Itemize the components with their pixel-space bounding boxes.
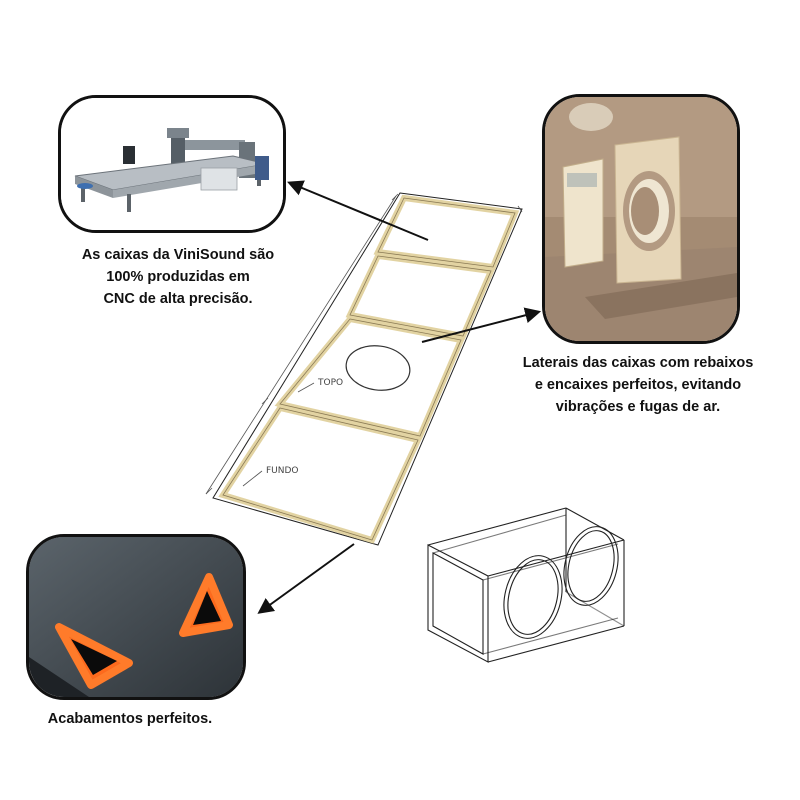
panel-frame-lines <box>222 197 516 541</box>
cnc-caption-line-1: As caixas da ViniSound são <box>81 247 275 263</box>
fundo-label: FUNDO <box>266 466 299 476</box>
speaker-hole <box>345 345 411 391</box>
mdf-panel-photo-frame <box>542 94 740 344</box>
subwoofer-box-wireframe <box>427 507 625 663</box>
fundo-leader <box>242 470 263 487</box>
sides-caption-line-1: Laterais das caixas com rebaixos <box>522 355 754 371</box>
speaker-circle-2 <box>563 526 619 606</box>
right-triangle-vent <box>179 573 233 637</box>
sides-caption-line-2: e encaixes perfeitos, evitando <box>534 377 742 393</box>
finish-caption-line-1: Acabamentos perfeitos. <box>47 711 213 727</box>
flat-pack-panels: TOPO FUNDO <box>205 192 523 546</box>
finish-image <box>29 537 243 697</box>
arrow-to-sides <box>421 307 542 343</box>
finish-photo-frame <box>26 534 246 700</box>
cnc-caption-line-3: CNC de alta precisão. <box>103 291 253 307</box>
callout-arrows <box>257 180 542 614</box>
cnc-machine-image <box>61 98 283 230</box>
arrow-to-cnc <box>287 180 429 241</box>
finish-caption: Acabamentos perfeitos. <box>30 708 230 730</box>
arrow-to-finish <box>257 543 355 614</box>
topo-label: TOPO <box>317 378 343 388</box>
sides-caption: Laterais das caixas com rebaixos e encai… <box>512 352 764 418</box>
cnc-machine-photo-frame <box>58 95 286 233</box>
mdf-panel-image <box>545 97 737 341</box>
cnc-caption-line-2: 100% produzidas em <box>106 269 250 285</box>
sides-caption-line-3: vibrações e fugas de ar. <box>555 399 721 415</box>
dimension-lines <box>205 193 523 495</box>
speaker-circle-1 <box>503 555 563 639</box>
cnc-caption: As caixas da ViniSound são 100% produzid… <box>58 244 298 310</box>
left-triangle-vent <box>55 623 133 689</box>
topo-leader <box>297 382 315 393</box>
